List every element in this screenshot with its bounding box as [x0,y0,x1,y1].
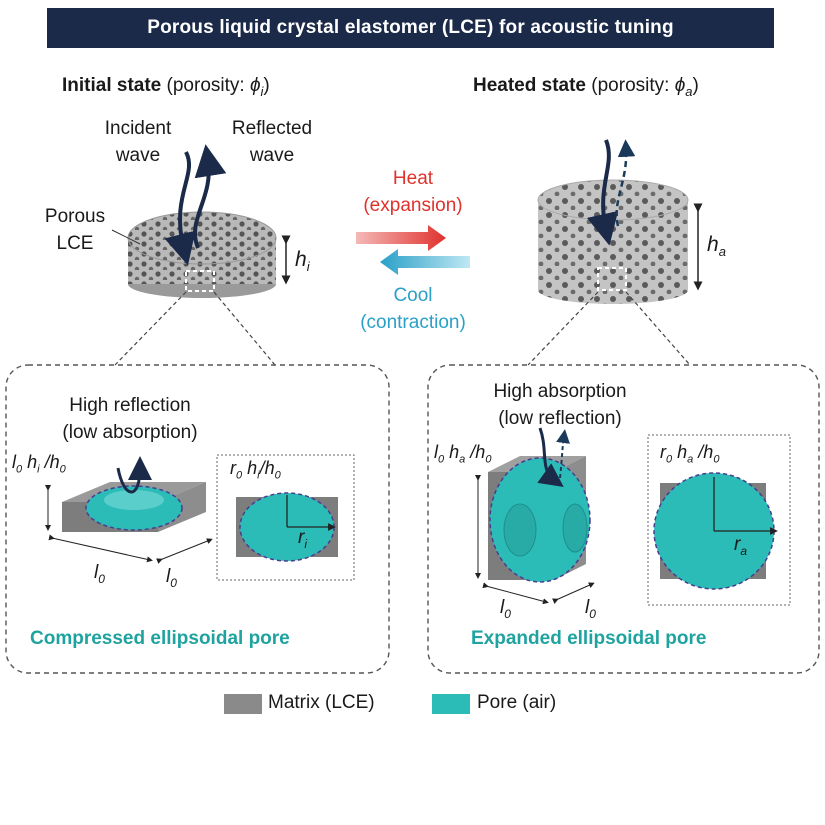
banner-title: Porous liquid crystal elastomer (LCE) fo… [47,8,774,48]
phi-subscript: i [260,83,264,99]
initial-state-title: Initial state (porosity: ϕi) [62,75,270,99]
heated-porosity-label: (porosity: [591,75,675,96]
left-radius-formula: r0 hi/h0 [230,458,281,482]
ri-label: ri [298,527,307,551]
phi-symbol: ϕ [249,75,261,96]
compressed-pore-cross-section [216,454,355,581]
incident-wave-arrow [586,139,619,246]
right-edge-a-label: l0 [500,597,511,621]
zoom-line [625,291,691,366]
close-paren: ) [692,75,699,96]
phi-symbol: ϕ [674,75,686,96]
left-height-formula: l0 hi /h0 [12,452,66,476]
reflected-wave-arrow [192,144,227,249]
heated-state-title: Heated state (porosity: ϕa) [473,75,699,99]
right-radius-formula: r0 ha /h0 [660,442,720,466]
ra-label: ra [734,534,748,558]
expanded-pore-cross-section [647,434,791,606]
compressed-pore-caption: Compressed ellipsoidal pore [30,628,290,649]
initial-porosity-label: (porosity: [166,75,250,96]
zoom-line [527,291,599,366]
left-edge-a-label: l0 [94,562,105,586]
left-edge-b-label: l0 [166,566,177,590]
zoom-line [114,291,187,366]
hi-label: hi [295,248,310,275]
high-reflection-label: High reflection(low absorption) [62,395,198,443]
close-paren: ) [263,75,270,96]
pore-legend-label: Pore (air) [477,692,557,713]
heated-state-label: Heated state [473,75,586,96]
expanded-pore-caption: Expanded ellipsoidal pore [471,628,707,649]
matrix-legend-swatch [224,694,262,714]
heat-label: Heat(expansion) [363,168,463,216]
right-edge-b-label: l0 [585,597,596,621]
initial-state-label: Initial state [62,75,162,96]
cool-label: Cool(contraction) [360,285,466,333]
ha-label: ha [707,233,726,260]
right-detail-panel [427,364,820,674]
high-absorption-label: High absorption(low reflection) [493,381,627,429]
right-height-formula: l0 ha /h0 [434,442,492,466]
cool-arrow [380,249,470,275]
heated-cylinder [537,179,689,304]
heat-arrow [356,225,446,251]
compressed-unit-cell [45,456,213,564]
zoom-line [213,291,276,366]
initial-disk [127,211,277,298]
porous-lce-pointer [111,229,141,245]
expanded-unit-cell [475,427,595,605]
matrix-legend-label: Matrix (LCE) [268,692,375,713]
incident-wave-arrow [164,151,196,266]
phi-subscript: a [685,83,693,99]
left-detail-panel [5,364,390,674]
pore-legend-swatch [432,694,470,714]
